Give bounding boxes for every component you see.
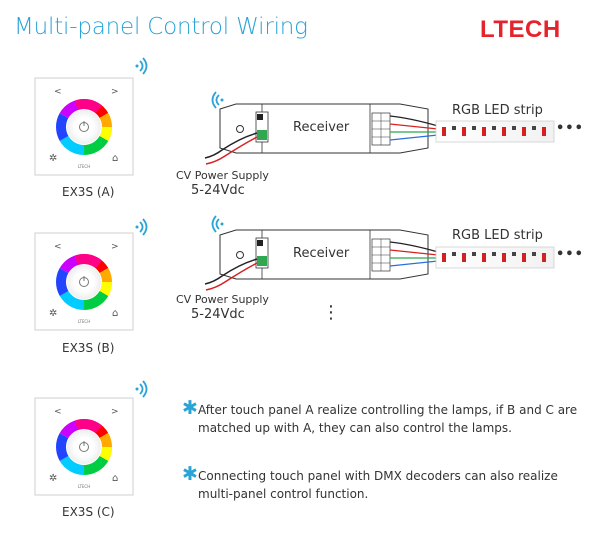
mode-icon: ✲	[49, 473, 57, 484]
receiver-label: Receiver	[293, 246, 350, 261]
note-2: ✱ Connecting touch panel with DMX decode…	[182, 465, 588, 503]
strip-continuation: •••	[556, 247, 584, 262]
mode-icon: ✲	[49, 153, 57, 164]
note-text: After touch panel A realize controlling …	[198, 403, 578, 435]
home-icon: ⌂	[112, 308, 118, 319]
wireless-icon	[135, 218, 148, 236]
note-text: Connecting touch panel with DMX decoders…	[198, 469, 558, 501]
touch-panel-c: < > ✲ ⌂ LTECH	[34, 397, 134, 496]
asterisk-icon: ✱	[182, 397, 198, 419]
wireless-icon	[135, 57, 148, 75]
touch-panel-a: < > ✲ ⌂ LTECH	[34, 77, 134, 176]
home-icon: ⌂	[112, 473, 118, 484]
home-icon: ⌂	[112, 153, 118, 164]
panel-label-a: EX3S (A)	[62, 185, 115, 199]
next-icon: >	[111, 87, 119, 97]
color-wheel-icon	[56, 419, 112, 475]
color-wheel-icon	[56, 254, 112, 310]
touch-panel-b: < > ✲ ⌂ LTECH	[34, 232, 134, 331]
page-title: Multi-panel Control Wiring	[14, 14, 308, 40]
brand-logo: LTECH	[480, 16, 561, 43]
panel-brand: LTECH	[78, 164, 90, 169]
panel-label-b: EX3S (B)	[62, 341, 115, 355]
panel-label-c: EX3S (C)	[62, 505, 115, 519]
panel-brand: LTECH	[78, 319, 90, 324]
strip-label: RGB LED strip	[452, 103, 543, 118]
strip-label: RGB LED strip	[452, 228, 543, 243]
receiver-label: Receiver	[293, 120, 350, 135]
prev-icon: <	[54, 87, 62, 97]
prev-icon: <	[54, 242, 62, 252]
wireless-icon	[135, 380, 148, 398]
receiver-2	[204, 215, 555, 291]
voltage-label: 5-24Vdc	[191, 183, 245, 198]
color-wheel-icon	[56, 99, 112, 155]
wireless-icon	[211, 215, 224, 233]
vertical-ellipsis: ⋮	[322, 302, 340, 323]
receiver-1	[204, 91, 555, 165]
wireless-icon	[211, 91, 224, 109]
power-supply-label: CV Power Supply	[176, 293, 269, 306]
next-icon: >	[111, 242, 119, 252]
prev-icon: <	[54, 407, 62, 417]
power-supply-label: CV Power Supply	[176, 169, 269, 182]
strip-continuation: •••	[556, 121, 584, 136]
panel-brand: LTECH	[78, 484, 90, 489]
asterisk-icon: ✱	[182, 463, 198, 485]
mode-icon: ✲	[49, 308, 57, 319]
note-1: ✱ After touch panel A realize controllin…	[182, 399, 588, 437]
next-icon: >	[111, 407, 119, 417]
voltage-label: 5-24Vdc	[191, 307, 245, 322]
